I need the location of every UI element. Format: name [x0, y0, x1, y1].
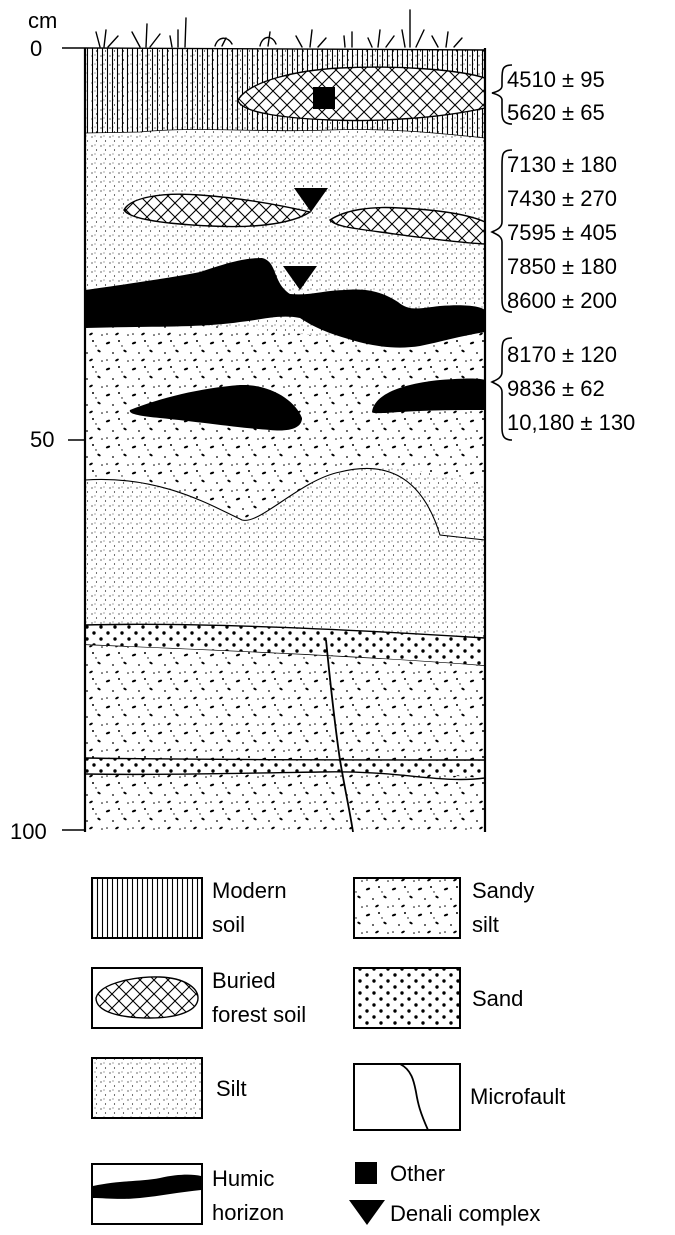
legend-label-sand: Sand	[472, 986, 523, 1011]
sandy-silt-lower-boundary	[85, 467, 485, 541]
surface-vegetation	[95, 9, 463, 48]
modern-soil-boundary	[85, 129, 485, 139]
legend-item-modern-soil: Modern soil	[91, 877, 287, 939]
soil-column	[85, 48, 485, 832]
date-label-4510: 4510 ± 95	[507, 67, 605, 92]
date-label-8170: 8170 ± 120	[507, 342, 617, 367]
date-label-7595: 7595 ± 405	[507, 220, 617, 245]
legend-label-sandy-silt-2: silt	[472, 912, 499, 937]
legend-item-humic-horizon: Humic horizon	[91, 1163, 284, 1225]
date-bracket-3	[490, 337, 513, 441]
legend-label-sandy-silt-1: Sandy	[472, 878, 534, 903]
legend-label-humic-horizon-1: Humic	[212, 1166, 274, 1191]
humic-lens-right	[372, 378, 485, 414]
depth-tick-50: 50	[30, 427, 54, 452]
legend-swatch-modern-soil	[91, 877, 203, 939]
legend-swatch-sand	[353, 967, 461, 1029]
axis-unit-label: cm	[28, 8, 57, 33]
date-label-7850: 7850 ± 180	[507, 254, 617, 279]
date-label-5620: 5620 ± 65	[507, 100, 605, 125]
humic-lens-left	[129, 384, 302, 431]
legend-label-denali-complex: Denali complex	[390, 1201, 540, 1226]
legend-swatch-sandy-silt	[353, 877, 461, 939]
legend-item-denali-complex: Denali complex	[349, 1200, 540, 1226]
depth-axis: cm 0 50 100	[10, 8, 85, 844]
legend-item-buried-forest-soil: Buried forest soil	[91, 967, 306, 1029]
date-label-9836: 9836 ± 62	[507, 376, 605, 401]
legend-label-other: Other	[390, 1161, 445, 1186]
legend-symbol-denali-complex	[349, 1200, 385, 1225]
legend-swatch-silt	[91, 1057, 203, 1119]
microfault-line	[325, 639, 354, 832]
legend-label-silt: Silt	[216, 1076, 247, 1101]
legend-label-buried-forest-soil-2: forest soil	[212, 1002, 306, 1027]
legend-label-modern-soil-2: soil	[212, 912, 245, 937]
legend-symbol-other	[355, 1162, 377, 1184]
legend-label-humic-horizon-2: horizon	[212, 1200, 284, 1225]
depth-tick-0: 0	[30, 36, 42, 61]
denali-artifact-marker-2	[283, 266, 317, 290]
date-bracket-2	[490, 149, 513, 313]
date-label-7430: 7430 ± 270	[507, 186, 617, 211]
depth-tick-100: 100	[10, 819, 47, 844]
legend-item-microfault: Microfault	[353, 1063, 565, 1131]
date-label-7130: 7130 ± 180	[507, 152, 617, 177]
legend-label-buried-forest-soil-1: Buried	[212, 968, 276, 993]
date-label-10180: 10,180 ± 130	[507, 410, 635, 435]
date-label-8600: 8600 ± 200	[507, 288, 617, 313]
legend-label-microfault: Microfault	[470, 1084, 565, 1109]
legend-label-modern-soil-1: Modern	[212, 878, 287, 903]
humic-horizon-upper	[85, 258, 485, 348]
legend: Modern soil Buried forest soil Silt Humi…	[91, 877, 565, 1226]
denali-artifact-marker-1	[294, 188, 328, 212]
legend-item-silt: Silt	[91, 1057, 247, 1119]
legend-item-other: Other	[355, 1161, 445, 1186]
legend-swatch-microfault	[353, 1063, 461, 1131]
other-artifact-marker	[313, 87, 335, 109]
legend-item-sandy-silt: Sandy silt	[353, 877, 534, 939]
date-bracket-1	[491, 64, 513, 125]
legend-item-sand: Sand	[353, 967, 523, 1029]
